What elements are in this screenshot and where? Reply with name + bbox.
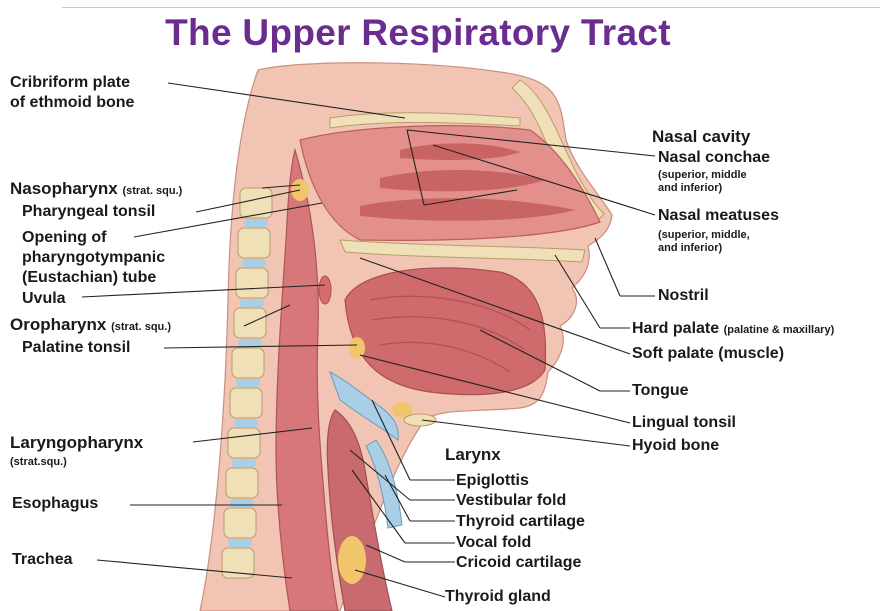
label-cribriform-plate: Cribriform plate of ethmoid bone [10, 73, 134, 113]
label-esophagus: Esophagus [12, 494, 98, 514]
label-hard-palate-name: Hard palate [632, 320, 719, 337]
label-thyroid-cartilage: Thyroid cartilage [456, 512, 585, 532]
label-conchae-note: (superior, middle and inferior) [658, 169, 747, 195]
label-nasal-conchae: Nasal conchae [658, 148, 770, 168]
label-conchae-note-line2: and inferior) [658, 182, 747, 195]
label-meatuses-note-line2: and inferior) [658, 242, 750, 255]
label-opening-line1: Opening of [22, 228, 165, 248]
label-soft-palate: Soft palate (muscle) [632, 344, 784, 364]
label-uvula: Uvula [22, 289, 66, 309]
label-nasopharynx-name: Nasopharynx [10, 179, 118, 198]
label-laryngopharynx-note: (strat.squ.) [10, 456, 67, 469]
thyroid-gland-blob [338, 536, 366, 584]
label-opening-eustachian: Opening of pharyngotympanic (Eustachian)… [22, 228, 165, 288]
label-nasopharynx: Nasopharynx (strat. squ.) [10, 179, 182, 201]
label-vocal-fold: Vocal fold [456, 533, 531, 553]
label-larynx: Larynx [445, 445, 501, 465]
label-nasal-cavity: Nasal cavity [652, 127, 750, 147]
label-pharyngeal-tonsil: Pharyngeal tonsil [22, 202, 155, 222]
label-cribriform-line2: of ethmoid bone [10, 93, 134, 113]
label-oropharynx: Oropharynx (strat. squ.) [10, 315, 171, 337]
label-nasal-meatuses: Nasal meatuses [658, 206, 779, 226]
label-opening-line2: pharyngotympanic [22, 248, 165, 268]
label-opening-line3: (Eustachian) tube [22, 268, 165, 288]
label-nasopharynx-note: (strat. squ.) [122, 185, 182, 197]
label-thyroid-gland: Thyroid gland [445, 587, 551, 607]
uvula-shape [319, 276, 331, 304]
label-meatuses-note: (superior, middle, and inferior) [658, 229, 750, 255]
label-vestibular-fold: Vestibular fold [456, 491, 566, 511]
label-oropharynx-name: Oropharynx [10, 315, 106, 334]
label-lingual-tonsil: Lingual tonsil [632, 413, 736, 433]
label-laryngopharynx: Laryngopharynx [10, 433, 143, 453]
label-cricoid-cartilage: Cricoid cartilage [456, 553, 581, 573]
label-cribriform-line1: Cribriform plate [10, 73, 134, 93]
label-meatuses-note-line1: (superior, middle, [658, 229, 750, 242]
label-trachea: Trachea [12, 550, 72, 570]
hyoid-bone-shape [404, 414, 436, 426]
label-tongue: Tongue [632, 381, 689, 401]
label-hard-palate-note: (palatine & maxillary) [724, 324, 835, 336]
label-hard-palate: Hard palate (palatine & maxillary) [632, 319, 834, 340]
label-hyoid-bone: Hyoid bone [632, 436, 719, 456]
label-conchae-note-line1: (superior, middle [658, 169, 747, 182]
label-nostril: Nostril [658, 286, 709, 306]
label-epiglottis: Epiglottis [456, 471, 529, 491]
label-oropharynx-note: (strat. squ.) [111, 321, 171, 333]
label-palatine-tonsil: Palatine tonsil [22, 338, 130, 358]
